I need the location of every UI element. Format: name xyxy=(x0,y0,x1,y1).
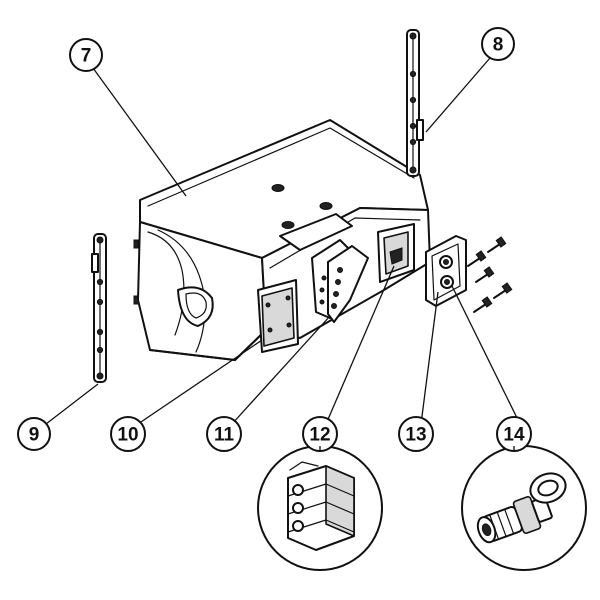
rear-recess-panel xyxy=(257,279,299,353)
callout-11: 11 xyxy=(206,416,242,452)
left-rigging-link xyxy=(91,233,107,383)
mounting-screws xyxy=(467,236,513,313)
rigging-bar xyxy=(279,213,369,323)
leader-lines xyxy=(45,57,521,425)
callout-8: 8 xyxy=(481,27,515,61)
callout-9: 9 xyxy=(17,417,51,451)
side-connector-recess xyxy=(377,223,415,283)
right-rigging-link xyxy=(406,29,424,177)
callout-7-label: 7 xyxy=(81,46,92,67)
callout-13: 13 xyxy=(398,416,434,452)
callout-8-label: 8 xyxy=(493,35,504,56)
callout-13-label: 13 xyxy=(405,425,426,446)
connector-plate xyxy=(425,235,467,307)
callout-9-label: 9 xyxy=(29,425,40,446)
callout-14: 14 xyxy=(496,416,532,452)
terminal-block-detail xyxy=(257,445,383,571)
cable-gland-detail xyxy=(461,445,587,571)
callout-10-label: 10 xyxy=(117,425,138,446)
callout-12: 12 xyxy=(302,416,338,452)
callout-11-label: 11 xyxy=(214,425,235,446)
callout-7: 7 xyxy=(69,38,103,72)
callout-10: 10 xyxy=(110,416,146,452)
callout-14-label: 14 xyxy=(503,425,525,446)
callout-12-label: 12 xyxy=(309,425,330,446)
